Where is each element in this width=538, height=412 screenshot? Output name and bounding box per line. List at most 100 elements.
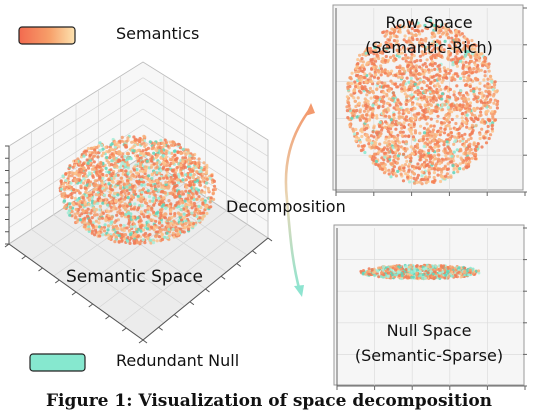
cloud-point (360, 127, 364, 131)
cloud-point (460, 134, 464, 138)
cloud-point (422, 81, 426, 85)
cloud-point (136, 194, 140, 198)
cloud-point (449, 69, 453, 73)
cloud-point (144, 176, 148, 180)
cloud-point (479, 100, 484, 104)
cloud-point (380, 128, 384, 132)
cloud-point (106, 233, 111, 237)
cloud-point (360, 134, 364, 139)
cloud-point (418, 131, 422, 135)
cloud-point (182, 212, 186, 216)
cloud-point (423, 69, 428, 73)
cloud-point (489, 133, 493, 137)
cloud-point (116, 193, 120, 197)
cloud-point (387, 172, 391, 176)
cloud-point (444, 273, 448, 277)
cloud-point (143, 135, 147, 139)
cloud-point (479, 113, 483, 117)
cloud-point (190, 206, 194, 210)
cloud-point (183, 226, 187, 230)
cloud-point (202, 161, 206, 165)
cloud-point (163, 191, 167, 195)
cloud-point (425, 134, 429, 138)
cloud-point (381, 167, 385, 171)
cloud-point (432, 171, 436, 175)
cloud-point (387, 124, 391, 128)
cloud-point (475, 106, 479, 110)
cloud-point (433, 67, 437, 71)
cloud-point (90, 146, 94, 151)
cloud-point (423, 111, 427, 115)
cloud-point (364, 117, 368, 121)
cloud-point (61, 182, 66, 186)
cloud-point (400, 274, 404, 278)
cloud-point (438, 161, 442, 166)
cloud-point (88, 183, 92, 187)
cloud-point (62, 185, 66, 189)
cloud-point (432, 154, 436, 158)
cloud-point (456, 154, 460, 158)
cloud-point (350, 116, 354, 120)
cloud-point (130, 174, 134, 178)
cloud-point (100, 216, 104, 220)
cloud-point (410, 32, 414, 36)
cloud-point (374, 159, 379, 164)
cloud-point (462, 63, 466, 67)
cloud-point (118, 165, 122, 169)
cloud-point (403, 34, 407, 38)
cloud-point (484, 110, 488, 114)
cloud-point (422, 267, 426, 271)
cloud-point (476, 95, 480, 99)
cloud-point (422, 94, 426, 99)
cloud-point (195, 164, 199, 168)
cloud-point (430, 68, 434, 72)
cloud-point (405, 147, 409, 151)
cloud-point (192, 173, 196, 177)
cloud-point (383, 68, 387, 73)
cloud-point (132, 149, 136, 153)
cloud-point (401, 140, 405, 144)
cloud-point (188, 189, 192, 193)
cloud-point (462, 75, 466, 79)
cloud-point (97, 193, 101, 197)
cloud-point (441, 76, 445, 80)
cloud-point (352, 96, 356, 100)
cloud-point (75, 159, 79, 164)
cloud-point (156, 142, 160, 146)
cloud-point (444, 99, 448, 103)
cloud-point (419, 155, 423, 159)
cloud-point (484, 141, 489, 145)
cloud-point (181, 201, 185, 205)
cloud-point (437, 77, 441, 81)
cloud-point (418, 65, 422, 69)
cloud-point (156, 153, 160, 157)
cloud-point (122, 237, 126, 241)
cloud-point (437, 167, 441, 171)
cloud-point (378, 134, 382, 138)
cloud-point (83, 216, 87, 220)
cloud-point (453, 72, 457, 76)
cloud-point (454, 275, 458, 278)
cloud-point (162, 186, 167, 190)
cloud-point (383, 141, 387, 145)
cloud-point (172, 206, 176, 210)
cloud-point (474, 70, 478, 74)
cloud-point (412, 122, 416, 126)
cloud-point (164, 155, 168, 159)
cloud-point (87, 227, 91, 231)
cloud-point (97, 231, 101, 235)
cloud-point (478, 87, 482, 91)
cloud-point (91, 223, 95, 227)
cloud-point (495, 103, 499, 107)
cloud-point (392, 106, 396, 110)
cloud-point (464, 110, 468, 114)
cloud-point (454, 162, 458, 167)
cloud-point (59, 187, 64, 191)
cloud-point (358, 110, 362, 114)
cloud-point (132, 144, 136, 148)
cloud-point (372, 271, 375, 275)
cloud-point (478, 132, 482, 136)
cloud-point (441, 266, 445, 269)
cloud-point (476, 63, 480, 67)
cloud-point (404, 53, 408, 57)
